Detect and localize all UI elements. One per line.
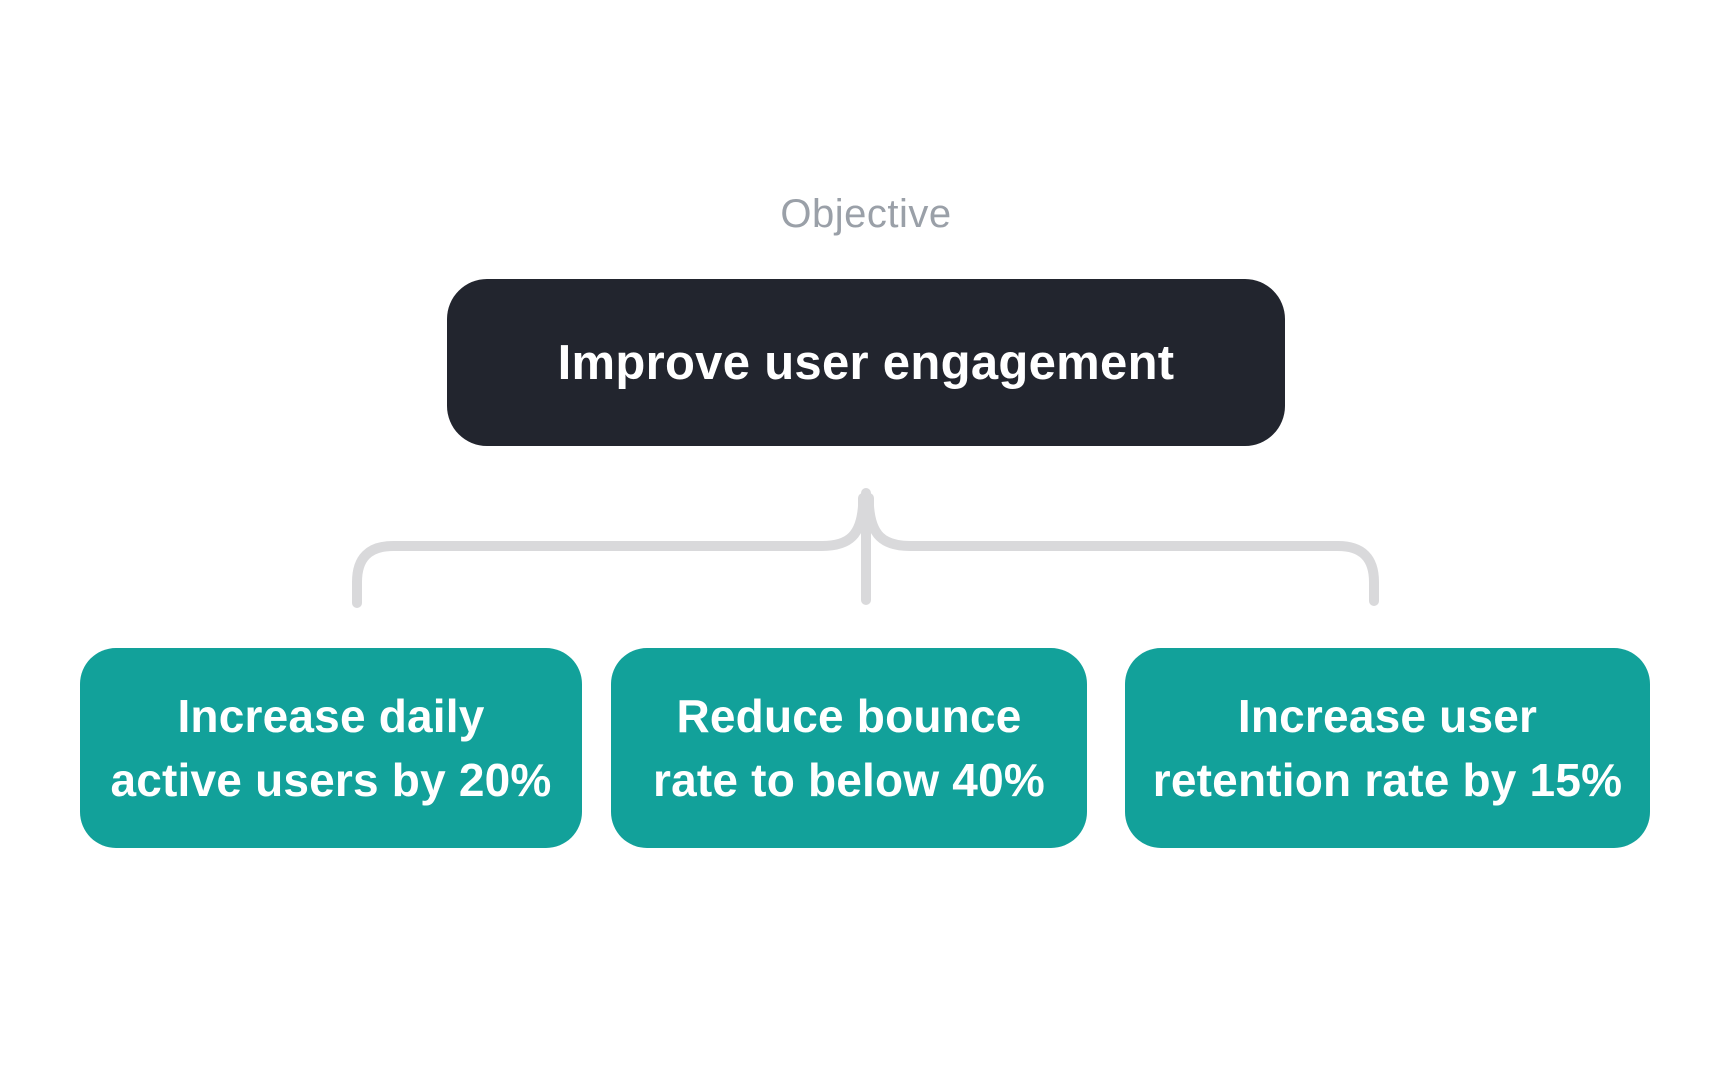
key-result-text-line: Increase user (1237, 690, 1538, 742)
connector-right-arm-line (864, 493, 1379, 606)
key-result-text-line: rate to below 40% (653, 754, 1045, 806)
objective-label: Objective (780, 192, 952, 236)
key-result-node-daily-active-users[interactable]: Increase daily active users by 20% (80, 648, 582, 848)
key-result-text-line: Reduce bounce (676, 690, 1022, 742)
key-result-node-bounce-rate[interactable]: Reduce bounce rate to below 40% (611, 648, 1087, 848)
connector-left-arm-line (352, 493, 868, 608)
key-result-node-retention-rate[interactable]: Increase user retention rate by 15% (1125, 648, 1650, 848)
key-result-text-line: retention rate by 15% (1152, 754, 1623, 806)
key-result-text-line: Increase daily (177, 690, 485, 742)
objective-node[interactable]: Improve user engagement (447, 279, 1285, 446)
objective-node-text: Improve user engagement (557, 335, 1175, 390)
key-result-text-line: active users by 20% (110, 754, 552, 806)
